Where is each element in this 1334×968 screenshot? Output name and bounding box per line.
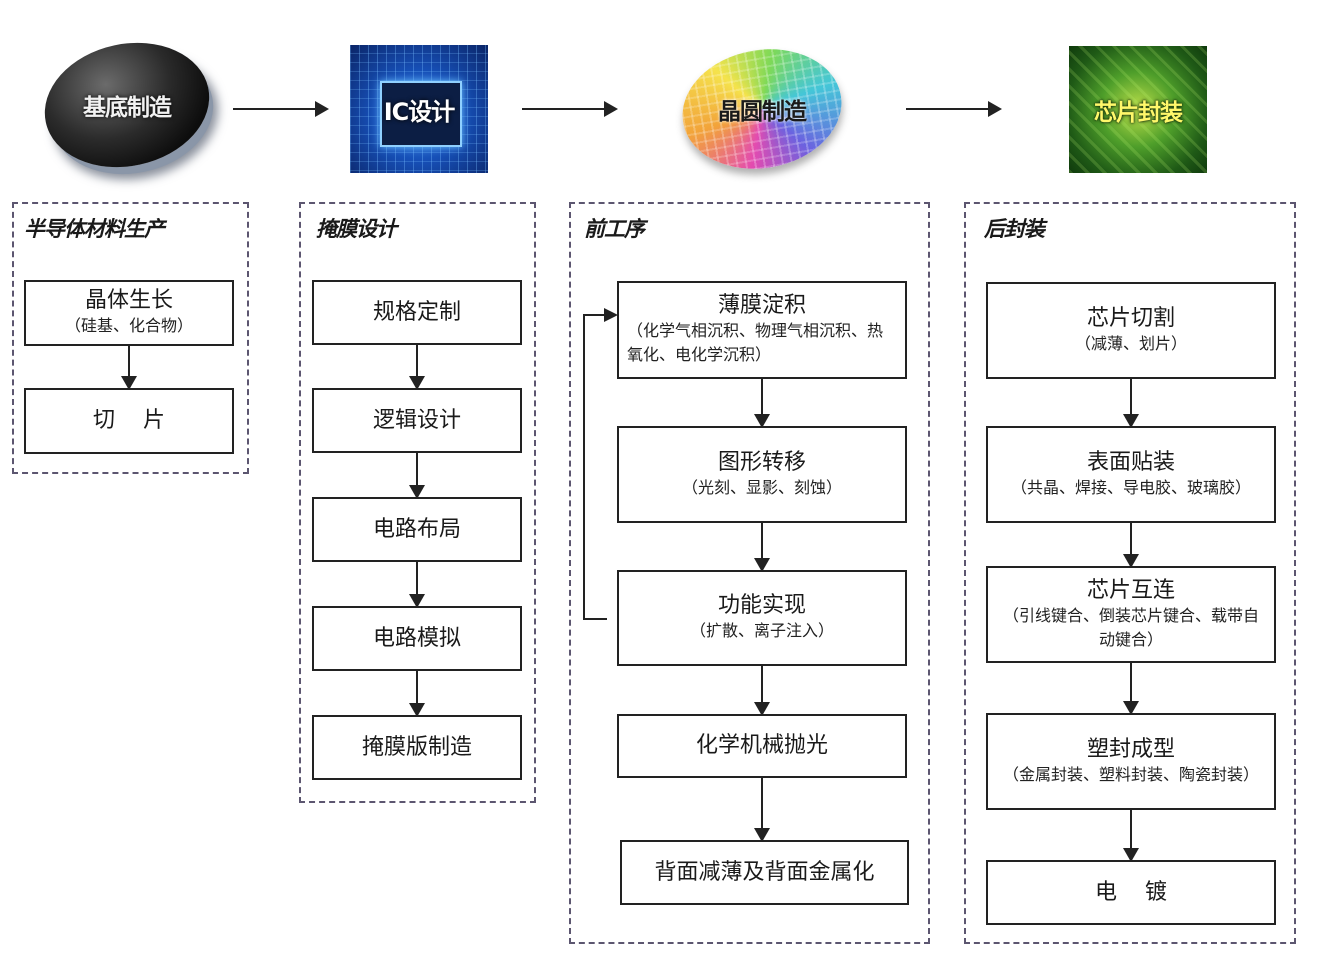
step-detail: （引线键合、倒装芯片键合、载带自动键合） <box>1002 605 1259 649</box>
arrow-down-icon <box>754 778 770 842</box>
feedback-loop-line <box>583 314 607 620</box>
step-box: 芯片切割 （减薄、划片） <box>986 282 1276 379</box>
group-front-end <box>569 202 930 944</box>
package-chip-image: 芯片封装 <box>1069 46 1207 173</box>
step-box: 化学机械抛光 <box>617 714 907 778</box>
step-box: 电路布局 <box>312 497 522 562</box>
arrow-down-icon <box>409 345 425 390</box>
arrow-down-icon <box>409 671 425 717</box>
arrow-right-icon <box>604 308 618 322</box>
step-box: 逻辑设计 <box>312 388 522 453</box>
arrow-down-icon <box>1123 523 1139 568</box>
arrow-down-icon <box>1123 663 1139 715</box>
step-box: 电 镀 <box>986 860 1276 925</box>
step-title: 芯片互连 <box>1086 577 1175 603</box>
step-title: 芯片切割 <box>1086 305 1175 331</box>
step-title: 晶体生长 <box>84 288 173 313</box>
group-title: 前工序 <box>584 217 645 241</box>
step-title: 图形转移 <box>717 449 806 475</box>
step-detail: （共晶、焊接、导电胶、玻璃胶） <box>1010 477 1251 497</box>
arrow-down-icon <box>754 379 770 428</box>
stage-label: 基底制造 <box>83 95 171 121</box>
step-title: 化学机械抛光 <box>695 733 828 758</box>
step-title: 电路模拟 <box>372 625 461 651</box>
stage-label: 芯片封装 <box>1094 99 1183 126</box>
step-box: 薄膜淀积 （化学气相沉积、物理气相沉积、热氧化、电化学沉积） <box>617 281 907 379</box>
arrow-down-icon <box>754 523 770 572</box>
step-box: 功能实现 （扩散、离子注入） <box>617 570 907 666</box>
step-detail: （光刻、显影、刻蚀） <box>681 477 842 497</box>
step-title: 功能实现 <box>717 593 806 618</box>
arrow-down-icon <box>409 562 425 608</box>
arrow-down-icon <box>754 666 770 716</box>
group-title: 后封装 <box>984 217 1045 241</box>
step-detail: （硅基、化合物） <box>64 316 193 335</box>
arrow-right-icon <box>233 101 329 117</box>
step-title: 掩膜版制造 <box>361 734 472 760</box>
step-title: 表面贴装 <box>1086 449 1175 475</box>
step-box: 塑封成型 （金属封装、塑料封装、陶瓷封装） <box>986 713 1276 810</box>
step-title: 塑封成型 <box>1086 736 1175 762</box>
step-box: 芯片互连 （引线键合、倒装芯片键合、载带自动键合） <box>986 566 1276 663</box>
step-detail: （金属封装、塑料封装、陶瓷封装） <box>1002 764 1259 784</box>
step-box: 表面贴装 （共晶、焊接、导电胶、玻璃胶） <box>986 426 1276 523</box>
step-title: 切 片 <box>93 408 165 433</box>
step-title: 薄膜淀积 <box>717 293 806 318</box>
group-title: 掩膜设计 <box>316 217 397 241</box>
arrow-right-icon <box>522 101 618 117</box>
arrow-right-icon <box>906 101 1002 117</box>
arrow-down-icon <box>121 346 137 390</box>
color-wafer-image: 晶圆制造 <box>672 37 852 181</box>
group-material-production <box>12 202 249 474</box>
group-back-end-packaging <box>964 202 1296 944</box>
step-box: 图形转移 （光刻、显影、刻蚀） <box>617 426 907 523</box>
step-box: 背面减薄及背面金属化 <box>620 840 909 905</box>
stage-label: IC设计 <box>383 97 456 126</box>
arrow-down-icon <box>1123 810 1139 862</box>
group-mask-design <box>299 202 536 803</box>
step-title: 逻辑设计 <box>372 407 461 433</box>
step-title: 电路布局 <box>372 516 461 542</box>
step-box: 切 片 <box>24 388 234 454</box>
step-detail: （减薄、划片） <box>1074 333 1187 353</box>
step-title: 背面减薄及背面金属化 <box>654 859 875 885</box>
ic-chip-image: IC设计 <box>350 45 488 173</box>
arrow-down-icon <box>409 453 425 499</box>
step-box: 规格定制 <box>312 280 522 345</box>
step-box: 掩膜版制造 <box>312 715 522 780</box>
step-detail: （扩散、离子注入） <box>689 621 834 640</box>
step-box: 晶体生长 （硅基、化合物） <box>24 280 234 346</box>
step-box: 电路模拟 <box>312 606 522 671</box>
step-title: 电 镀 <box>1095 879 1167 905</box>
stage-label: 晶圆制造 <box>718 99 806 125</box>
group-title: 半导体材料生产 <box>24 217 165 241</box>
step-title: 规格定制 <box>372 299 461 325</box>
step-detail: （化学气相沉积、物理气相沉积、热氧化、电化学沉积） <box>627 321 884 364</box>
arrow-down-icon <box>1123 379 1139 428</box>
wafer-image: 基底制造 <box>33 28 221 182</box>
